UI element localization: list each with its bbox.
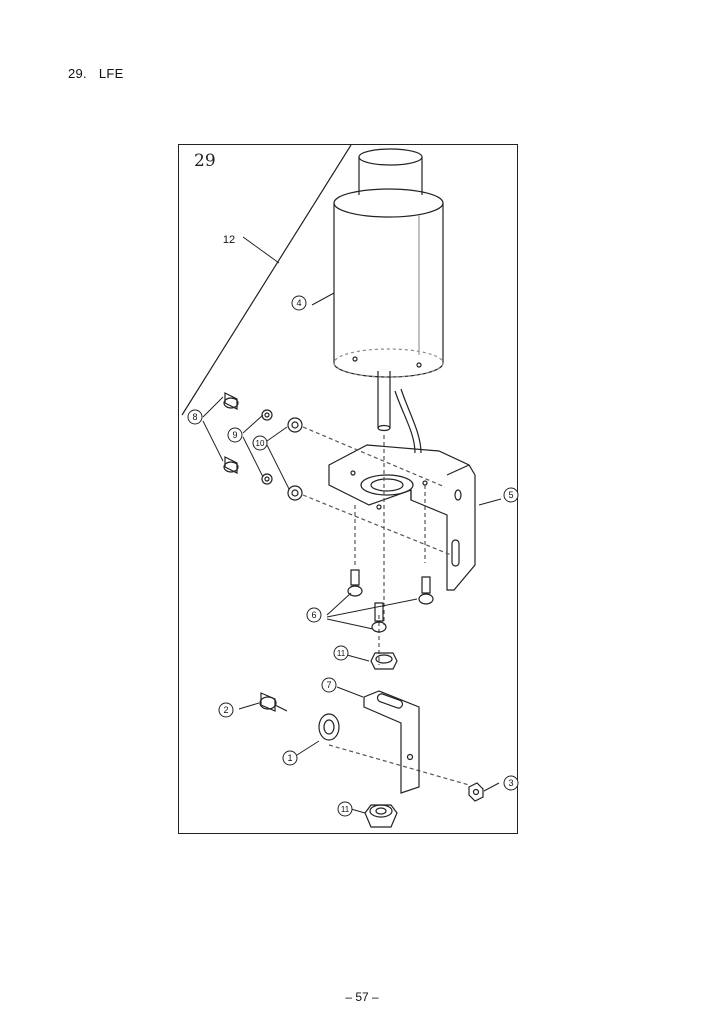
- callout-12: 12: [223, 234, 235, 246]
- section-heading: 29. LFE: [68, 66, 124, 81]
- l-bracket-part: [363, 690, 420, 794]
- hex-nut-part: [370, 652, 398, 670]
- lock-washer-part: [261, 409, 273, 421]
- flange-nut-part: [468, 782, 484, 802]
- callout-11-lower: 11: [341, 805, 350, 814]
- callout-8: 8: [192, 412, 197, 422]
- figure-number: 29: [194, 151, 216, 171]
- callout-11-upper: 11: [337, 649, 346, 658]
- hex-nut-lower-part: [364, 804, 398, 828]
- assembly-guide-lines: [302, 426, 470, 786]
- page-number: – 57 –: [345, 990, 379, 1004]
- section-title: LFE: [98, 66, 124, 81]
- flat-washer-part: [287, 417, 303, 433]
- callout-9: 9: [232, 430, 237, 440]
- callout-5: 5: [508, 490, 513, 500]
- motor-part: [333, 148, 444, 454]
- section-number: 29.: [68, 66, 87, 81]
- callout-7: 7: [326, 680, 331, 690]
- cap-screw-part: [223, 392, 239, 474]
- callout-10: 10: [256, 439, 265, 448]
- mounting-screw-part: [347, 569, 434, 633]
- callout-3: 3: [508, 778, 513, 788]
- callout-4: 4: [296, 298, 301, 308]
- motor-bracket-part: [328, 444, 476, 591]
- callout-2: 2: [223, 705, 228, 715]
- callout-1: 1: [287, 753, 292, 763]
- leader-lines: [202, 236, 502, 814]
- exploded-parts-diagram: 29: [178, 144, 519, 834]
- spacer-washer-part: [318, 713, 340, 741]
- callout-circles: [187, 295, 519, 817]
- parts-drawing: 1 2 3 4 5 6 7 8 9 10 11 11 12: [181, 145, 519, 828]
- small-screw-part: [259, 692, 288, 712]
- callout-6: 6: [311, 610, 316, 620]
- diagonal-divider: [181, 145, 352, 416]
